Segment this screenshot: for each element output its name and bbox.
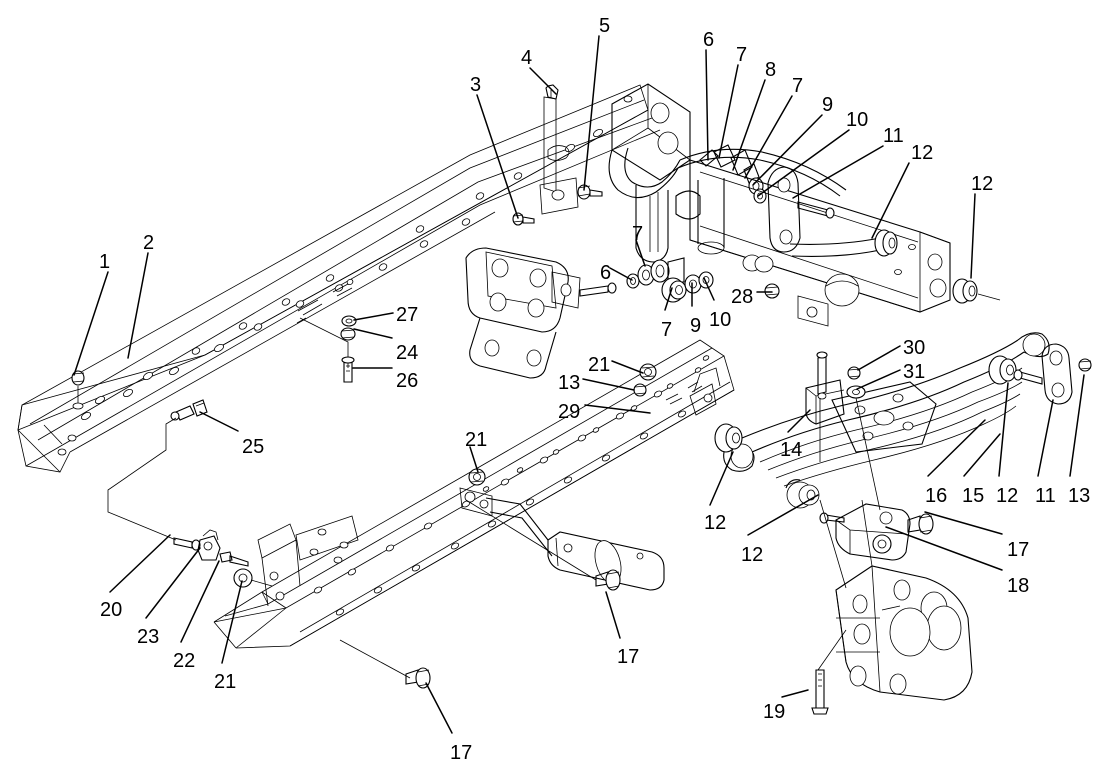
callout-number-11[interactable]: 11: [1035, 485, 1056, 507]
callout-number-7[interactable]: 7: [661, 319, 673, 341]
callout-number-13[interactable]: 13: [558, 372, 581, 394]
callout-number-5[interactable]: 5: [599, 15, 611, 37]
callout-number-22[interactable]: 22: [173, 650, 196, 672]
nut-28: [764, 283, 780, 299]
bolt-17b: [465, 499, 621, 591]
bolt-3: [512, 212, 535, 226]
rear-shackle: [988, 343, 1092, 405]
callout-number-4[interactable]: 4: [521, 47, 533, 69]
callout-number-6[interactable]: 6: [703, 29, 715, 51]
callout-number-31[interactable]: 31: [903, 361, 926, 383]
callout-number-7[interactable]: 7: [736, 44, 748, 66]
callout-number-13[interactable]: 13: [1068, 485, 1091, 507]
hardware-27-24-26: [296, 315, 357, 383]
callout-number-8[interactable]: 8: [765, 59, 777, 81]
callout-number-9[interactable]: 9: [822, 94, 834, 116]
callout-number-7[interactable]: 7: [792, 75, 804, 97]
callout-number-21[interactable]: 21: [214, 671, 237, 693]
nut-21b: [468, 468, 486, 486]
right-frame-rail: [689, 159, 951, 327]
bolt-17c: [339, 639, 431, 689]
bushing-12d: [714, 423, 743, 453]
nut-13a: [633, 383, 647, 397]
callout-number-19[interactable]: 19: [763, 701, 786, 723]
fitting-25: [107, 399, 208, 541]
callout-number-12[interactable]: 12: [971, 173, 994, 195]
callout-number-21[interactable]: 21: [465, 429, 488, 451]
callout-number-12[interactable]: 12: [704, 512, 727, 534]
nut-1: [71, 370, 85, 410]
bolt-17a: [907, 513, 934, 535]
callout-number-20[interactable]: 20: [100, 599, 123, 621]
washer-31: [846, 385, 866, 399]
nut-21a: [639, 363, 657, 381]
callout-number-12[interactable]: 12: [911, 142, 934, 164]
bushing-12a: [874, 229, 898, 257]
nut-30: [847, 366, 861, 380]
callout-number-11[interactable]: 11: [883, 125, 904, 147]
callout-number-26[interactable]: 26: [396, 370, 419, 392]
callout-number-6[interactable]: 6: [600, 262, 612, 284]
rail-hardware: [71, 315, 657, 689]
callout-number-2[interactable]: 2: [143, 232, 155, 254]
callout-number-15[interactable]: 15: [962, 485, 985, 507]
bushing-12c: [988, 355, 1017, 385]
callout-number-10[interactable]: 10: [709, 309, 732, 331]
callout-number-3[interactable]: 3: [470, 74, 482, 96]
callout-number-17[interactable]: 17: [1007, 539, 1030, 561]
callout-number-28[interactable]: 28: [731, 286, 754, 308]
callout-number-12[interactable]: 12: [996, 485, 1019, 507]
rear-axle-housing: [811, 499, 973, 715]
upper-control-arm: [767, 166, 1001, 304]
callout-number-18[interactable]: 18: [1007, 575, 1030, 597]
callout-number-17[interactable]: 17: [617, 646, 640, 668]
callout-number-14[interactable]: 14: [780, 439, 803, 461]
callout-number-7[interactable]: 7: [632, 223, 644, 245]
callout-number-9[interactable]: 9: [690, 315, 702, 337]
bushing-12b: [952, 278, 1001, 304]
center-mount-tube: [459, 487, 665, 591]
callout-number-21[interactable]: 21: [588, 354, 611, 376]
valve-cluster: [173, 529, 273, 588]
callout-number-17[interactable]: 17: [450, 742, 473, 764]
callout-number-24[interactable]: 24: [396, 342, 419, 364]
callout-number-27[interactable]: 27: [396, 304, 419, 326]
front-knuckle-bracket: [465, 247, 617, 379]
bump-stop-14: [805, 351, 881, 511]
nut-13b: [1078, 358, 1092, 372]
callout-number-23[interactable]: 23: [137, 626, 160, 648]
callout-number-1[interactable]: 1: [99, 251, 111, 273]
callout-number-10[interactable]: 10: [846, 109, 869, 131]
callout-number-29[interactable]: 29: [558, 401, 581, 423]
bolt-19: [811, 629, 847, 715]
callout-number-30[interactable]: 30: [903, 337, 926, 359]
callout-number-16[interactable]: 16: [925, 485, 948, 507]
callout-number-25[interactable]: 25: [242, 436, 265, 458]
bolt-5: [577, 184, 603, 200]
callout-number-12[interactable]: 12: [741, 544, 764, 566]
